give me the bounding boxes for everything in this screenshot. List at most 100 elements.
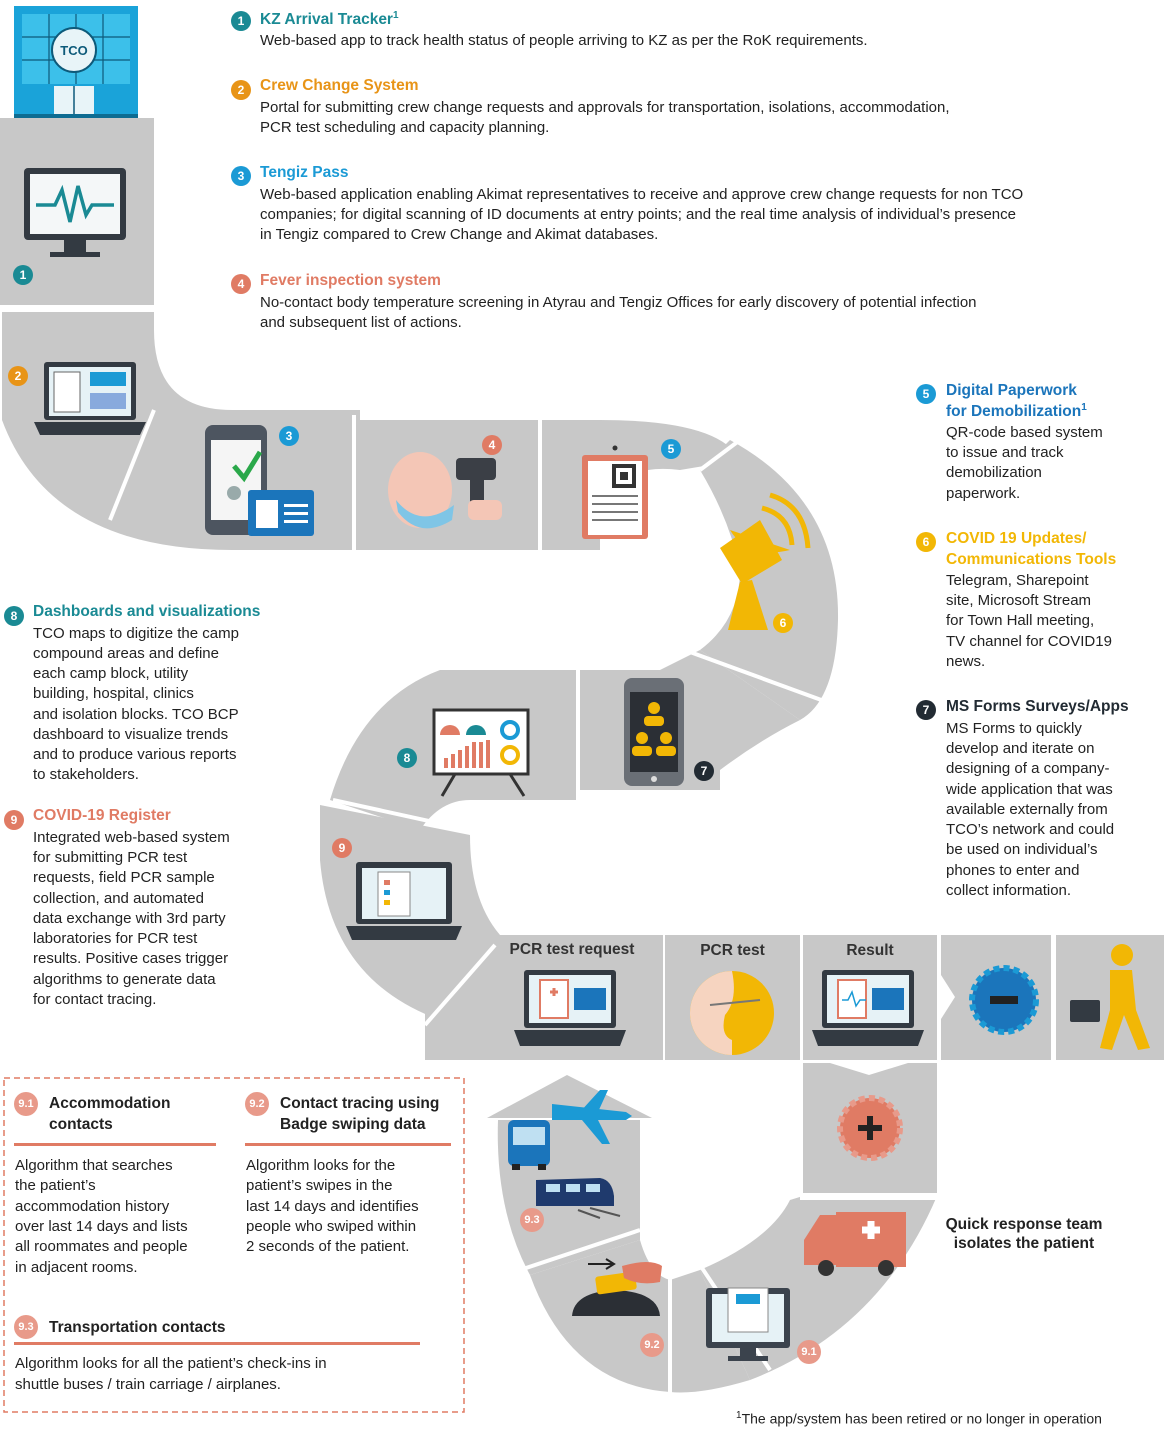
- badge-7: 7: [694, 761, 714, 781]
- item-8-badge: 8: [4, 606, 24, 626]
- item-9-title: COVID-19 Register: [33, 807, 171, 824]
- sub-9-1-desc-line1: Algorithm that searches: [15, 1157, 173, 1174]
- badge-6: 6: [773, 613, 793, 633]
- laptop-pcr-request-icon: [514, 970, 626, 1046]
- item-8-desc-line1: TCO maps to digitize the camp: [33, 625, 239, 642]
- badge-5: 5: [661, 439, 681, 459]
- item-8-desc-line5: and isolation blocks. TCO BCP: [33, 706, 239, 723]
- fever-scanner-icon: [388, 452, 502, 529]
- bus-icon: [508, 1120, 550, 1170]
- item-4-title: Fever inspection system: [260, 272, 441, 289]
- item-3-title: Tengiz Pass: [260, 164, 349, 181]
- item-8-desc-line2: compound areas and define: [33, 645, 219, 662]
- item-9-desc-line7: results. Positive cases trigger: [33, 950, 229, 967]
- sub-9-3-desc-line1: Algorithm looks for all the patient’s ch…: [15, 1355, 327, 1372]
- sub-9-1-desc-line5: all roommates and people: [15, 1238, 188, 1255]
- sub-9-2-title-line1: Contact tracing using: [280, 1095, 440, 1112]
- item-5-title-line2: for Demobilization1: [946, 402, 1087, 421]
- sub-9-1-divider: [14, 1143, 216, 1146]
- item-7-desc-line1: MS Forms to quickly: [946, 720, 1082, 737]
- item-3-desc-line1: Web-based application enabling Akimat re…: [260, 186, 1024, 203]
- item-9-desc-line3: requests, field PCR sample: [33, 869, 215, 886]
- item-8-desc-line8: to stakeholders.: [33, 766, 139, 783]
- item-7-desc-line8: phones to enter and: [946, 862, 1080, 879]
- item-9-desc-line9: for contact tracing.: [33, 991, 157, 1008]
- sub-9-2-desc-line2: patient’s swipes in the: [246, 1177, 393, 1194]
- item-8-desc-line7: and to produce various reports: [33, 746, 237, 763]
- pcr-swab-face-icon: [690, 971, 774, 1055]
- satellite-dish-icon: [720, 492, 811, 630]
- pcr-test-label: PCR test: [700, 942, 765, 959]
- sub-9-1-desc-line6: in adjacent rooms.: [15, 1259, 138, 1276]
- train-icon: [536, 1178, 621, 1219]
- item-7-desc-line3: designing of a company-: [946, 760, 1110, 777]
- sub-9-3-divider: [14, 1342, 420, 1345]
- sub-9-2-badge: 9.2: [245, 1092, 269, 1116]
- item-3-desc-line2: companies; for digital scanning of ID do…: [260, 206, 1016, 223]
- item-6-title-line1: COVID 19 Updates/: [946, 530, 1087, 547]
- laptop-result-icon: [812, 970, 924, 1046]
- badge-reader-icon: [572, 1258, 662, 1316]
- item-2-desc-line1: Portal for submitting crew change reques…: [260, 99, 950, 116]
- item-8-desc-line3: each camp block, utility: [33, 665, 189, 682]
- item-5-desc-line1: QR-code based system: [946, 424, 1103, 441]
- item-6-desc-line5: news.: [946, 653, 986, 670]
- item-9-desc-line2: for submitting PCR test: [33, 849, 188, 866]
- sub-9-1-desc-line3: accommodation history: [15, 1198, 170, 1215]
- item-4-desc-line2: and subsequent list of actions.: [260, 314, 462, 331]
- pcr-request-label: PCR test request: [509, 941, 635, 958]
- item-9-desc-line1: Integrated web-based system: [33, 829, 230, 846]
- footnote: 1The app/system has been retired or no l…: [736, 1410, 1102, 1427]
- laptop-checklist-icon: [346, 862, 462, 940]
- item-5-desc-line2: to issue and track: [946, 444, 1064, 461]
- item-9-desc-line8: algorithms to generate data: [33, 971, 216, 988]
- building-sign: TCO: [60, 43, 87, 58]
- dashboard-board-icon: [432, 708, 530, 797]
- sub-9-2-desc-line3: last 14 days and identifies: [246, 1198, 419, 1215]
- sub-9-2-desc-line4: people who swiped within: [246, 1218, 417, 1235]
- item-7-badge: 7: [916, 700, 936, 720]
- item-3-badge: 3: [231, 166, 251, 186]
- item-6-desc-line3: for Town Hall meeting,: [946, 612, 1095, 629]
- quick-response-line2: isolates the patient: [953, 1235, 1095, 1252]
- item-9-desc-line5: data exchange with 3rd party: [33, 910, 226, 927]
- item-9-badge: 9: [4, 810, 24, 830]
- item-7-desc-line5: available externally from: [946, 801, 1108, 818]
- monitor-accommodation-icon: [706, 1287, 790, 1361]
- item-4-desc-line1: No-contact body temperature screening in…: [260, 294, 977, 311]
- sub-9-2-desc-line1: Algorithm looks for the: [246, 1157, 396, 1174]
- item-7-desc-line2: develop and iterate on: [946, 740, 1095, 757]
- item-3-desc-line3: in Tengiz compared to Crew Change and Ak…: [260, 226, 659, 243]
- badge-9-3: 9.3: [520, 1208, 544, 1232]
- sub-9-3-desc-line2: shuttle buses / train carriage / airplan…: [15, 1376, 281, 1393]
- quick-response-line1: Quick response team: [945, 1216, 1103, 1233]
- item-2-title: Crew Change System: [260, 77, 419, 94]
- badge-9-1: 9.1: [797, 1340, 821, 1364]
- item-6-desc-line2: site, Microsoft Stream: [946, 592, 1092, 609]
- arrow-down-icon: [830, 1063, 908, 1075]
- result-label: Result: [846, 942, 894, 959]
- phone-users-icon: [624, 678, 684, 786]
- item-1-badge: 1: [231, 11, 251, 31]
- item-4-badge: 4: [231, 274, 251, 294]
- clipboard-qr-icon: [582, 445, 648, 539]
- sub-9-3-badge: 9.3: [14, 1315, 38, 1339]
- sub-9-1-desc-line2: the patient’s: [15, 1177, 96, 1194]
- item-9-desc-line6: laboratories for PCR test: [33, 930, 198, 947]
- transport-arrow-shape: [487, 1075, 652, 1118]
- contact-tracing-box: [3, 1077, 465, 1413]
- item-9-desc-line4: collection, and automated: [33, 890, 204, 907]
- monitor-pulse-icon: [24, 168, 126, 257]
- item-7-desc-line4: wide application that was: [946, 781, 1113, 798]
- item-8-title: Dashboards and visualizations: [33, 603, 261, 620]
- sub-9-1-badge: 9.1: [14, 1092, 38, 1116]
- item-5-desc-line4: paperwork.: [946, 485, 1021, 502]
- item-2-desc-line2: PCR test scheduling and capacity plannin…: [260, 119, 550, 136]
- badge-4: 4: [482, 435, 502, 455]
- arrow-right-icon: [941, 975, 955, 1019]
- item-6-badge: 6: [916, 532, 936, 552]
- virus-positive-icon: [837, 1095, 903, 1161]
- badge-3: 3: [279, 426, 299, 446]
- tco-building-icon: [14, 6, 138, 120]
